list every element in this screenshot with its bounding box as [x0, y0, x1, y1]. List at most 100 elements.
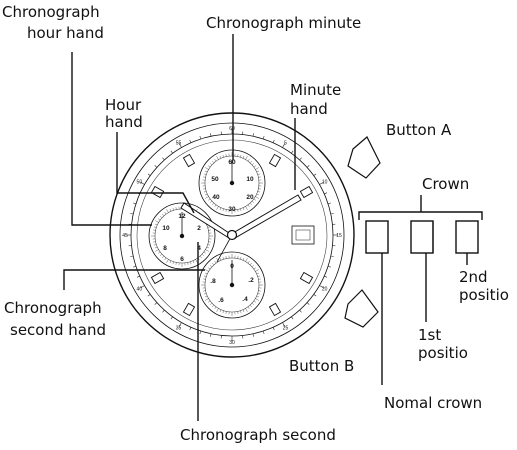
subdial-tick	[237, 256, 239, 259]
subdial-tick	[240, 256, 242, 260]
minute-subdial-10: 10	[246, 176, 254, 183]
bezel-ring	[119, 122, 345, 348]
label-chrono-second-hand-line2: second hand	[10, 321, 106, 339]
subdial-tick	[203, 188, 206, 190]
subdial-tick	[164, 212, 167, 215]
subdial-tick	[169, 260, 172, 264]
subdial-tick	[225, 154, 227, 157]
subdial-tick	[166, 259, 169, 263]
leader-chrono-second-hand	[63, 269, 205, 290]
subdial-tick	[212, 262, 215, 266]
bezel-tick	[291, 150, 294, 154]
subdial-tick	[257, 275, 261, 277]
subdial-tick	[251, 302, 255, 305]
crown-1st-position	[410, 220, 434, 254]
hour-marker	[299, 271, 314, 285]
subdial-tick	[216, 206, 219, 210]
subdial-tick	[216, 156, 219, 160]
subdial-tick	[214, 159, 217, 162]
subdial-tick	[245, 206, 248, 210]
subdial-tick	[251, 163, 255, 166]
subdial-tick	[159, 253, 163, 256]
subdial-tick	[225, 256, 227, 259]
subdial-tick	[203, 290, 206, 292]
bezel-tick	[299, 157, 302, 161]
subdial-tick	[162, 213, 165, 217]
bezel-number: 45	[122, 233, 128, 239]
bezel-tick	[140, 285, 145, 289]
bezel-tick	[210, 333, 212, 337]
label-chrono-hour-hand-line2: hour hand	[27, 24, 104, 42]
subdial-tick	[247, 306, 250, 309]
bezel-number: 15	[336, 233, 342, 239]
subdial-tick	[206, 246, 210, 249]
bezel-tick	[327, 202, 332, 205]
subdial-tick	[203, 173, 207, 175]
label-1st-position-line2: positio	[418, 344, 468, 362]
bezel-tick	[282, 322, 286, 327]
bezel-tick	[306, 165, 310, 168]
subdial-tick	[242, 207, 245, 211]
second-subdial-04: .4	[242, 296, 248, 303]
bezel-tick	[327, 265, 332, 268]
subdial-tick	[205, 167, 209, 170]
subdial-tick	[237, 209, 239, 212]
bezel-tick	[178, 322, 182, 327]
subdial-tick	[222, 256, 224, 260]
bezel-tick	[170, 316, 173, 320]
subdial-tick	[190, 261, 192, 265]
bezel-tick	[299, 309, 302, 313]
subdial-tick	[249, 202, 252, 206]
subdial-tick	[172, 261, 174, 265]
subdial-tick	[242, 309, 245, 313]
subdial-tick	[208, 198, 211, 201]
bezel-tick	[252, 133, 254, 137]
hour-subdial-2: 2	[197, 225, 201, 232]
subdial-tick	[209, 302, 213, 305]
bezel-tick	[130, 213, 134, 215]
subdial-tick	[205, 298, 209, 301]
hour-marker	[268, 302, 282, 317]
bezel-number: 50	[137, 180, 143, 186]
subdial-tick	[203, 275, 207, 277]
bezel-number: 30	[229, 340, 235, 346]
subdial-tick	[258, 188, 261, 190]
bezel-tick	[199, 330, 202, 335]
subdial-tick	[257, 191, 261, 193]
bezel-tick	[272, 139, 275, 143]
label-button-a: Button A	[386, 121, 452, 139]
bezel-tick	[147, 173, 151, 176]
leader-chrono-hour-hand	[71, 52, 152, 226]
bezel-tick	[324, 275, 328, 278]
subdial-tick	[219, 207, 222, 211]
second-subdial: 0 .2 .4 .6 .8	[198, 251, 266, 319]
subdial-tick	[212, 304, 215, 308]
bezel-tick	[162, 157, 165, 161]
subdial-tick	[208, 241, 211, 243]
subdial-tick	[154, 246, 158, 249]
hour-subdial-10: 10	[162, 225, 170, 232]
subdial-tick	[205, 196, 209, 199]
subdial-tick	[256, 170, 260, 173]
bezel-number: 20	[322, 287, 328, 293]
bezel-tick	[132, 202, 137, 205]
subdial-tick	[203, 293, 207, 295]
bezel-tick	[252, 333, 254, 337]
bezel-tick	[147, 294, 151, 297]
bezel-tick	[313, 294, 317, 297]
crown-2nd-position	[455, 220, 479, 254]
subdial-tick	[158, 218, 161, 221]
subdial-tick	[159, 216, 163, 219]
subdial-tick	[256, 193, 260, 196]
bezel-tick	[319, 285, 324, 289]
minute-hand	[232, 194, 302, 239]
subdial-tick	[225, 311, 227, 314]
hour-subdial: 12 2 4 6 8 10	[148, 202, 216, 270]
subdial-tick	[154, 223, 158, 226]
subdial-tick	[245, 258, 248, 262]
subdial-tick	[203, 278, 206, 280]
minute-subdial-30: 30	[228, 206, 236, 213]
subdial-tick	[203, 251, 206, 254]
